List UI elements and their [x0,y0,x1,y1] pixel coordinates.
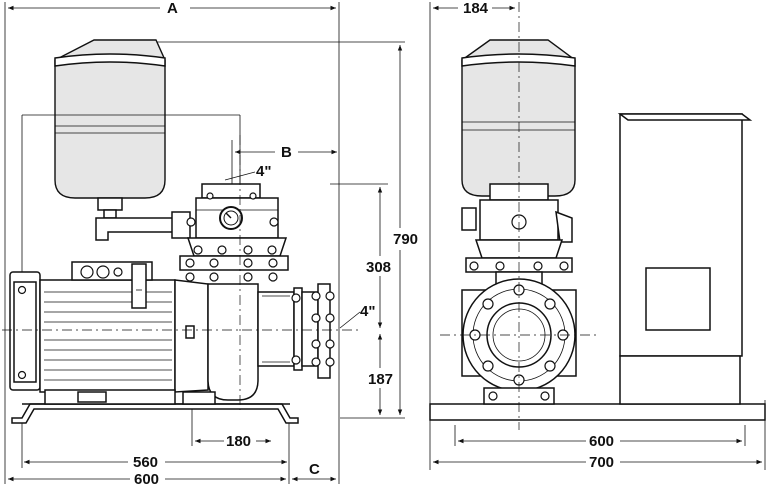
discharge-pipe-front [257,283,335,379]
control-panel [617,113,753,405]
dim-180-label: 180 [226,433,251,450]
pipe-size-top-label: 4" [256,163,271,180]
dimension-600-front: 600 [8,471,286,486]
dimension-a: A [8,0,336,17]
terminal-box-front [71,261,153,309]
dimension-560: 560 [24,454,287,471]
head-flange-front [179,255,289,282]
pipe-size-side-label: 4" [360,303,375,320]
dimension-187: 187 [368,334,393,415]
motor-front [9,271,209,405]
baseplate-side [429,403,766,421]
bolt-icon [186,217,196,227]
extension-lines-front [4,2,405,484]
dimension-308: 308 [366,187,391,328]
pressure-tank-side [461,39,576,197]
dim-790-label: 790 [393,231,418,248]
panel-window [645,267,711,331]
front-view: A 790 308 187 180 560 [2,0,418,486]
dimension-c: C [292,461,336,482]
dim-187-label: 187 [368,371,393,388]
baseplate-front [11,403,299,424]
dim-600-front-label: 600 [134,471,159,486]
dim-308-label: 308 [366,259,391,276]
pump-head-side [461,183,573,285]
dimension-600-side: 600 [458,433,742,450]
dim-a-label: A [167,0,178,17]
pipe-size-side-callout: 4" [339,303,375,329]
pressure-gauge-icon [219,206,243,230]
dim-b-label: B [281,144,292,161]
suction-flange-side [461,278,577,405]
dim-c-label: C [309,461,320,478]
dimension-700: 700 [433,454,762,471]
pump-body-front [182,283,259,405]
dim-184-label: 184 [463,0,489,17]
dimension-180: 180 [195,433,271,450]
pressure-tank-front [54,39,166,219]
dim-700-label: 700 [589,454,614,471]
dimension-b: B [231,140,337,185]
side-view: 184 600 700 [429,0,766,471]
dim-600-side-label: 600 [589,433,614,450]
dimension-790: 790 [393,45,418,415]
dim-560-label: 560 [133,454,158,471]
dimension-184: 184 [433,0,515,17]
bolt-icon [269,217,279,227]
